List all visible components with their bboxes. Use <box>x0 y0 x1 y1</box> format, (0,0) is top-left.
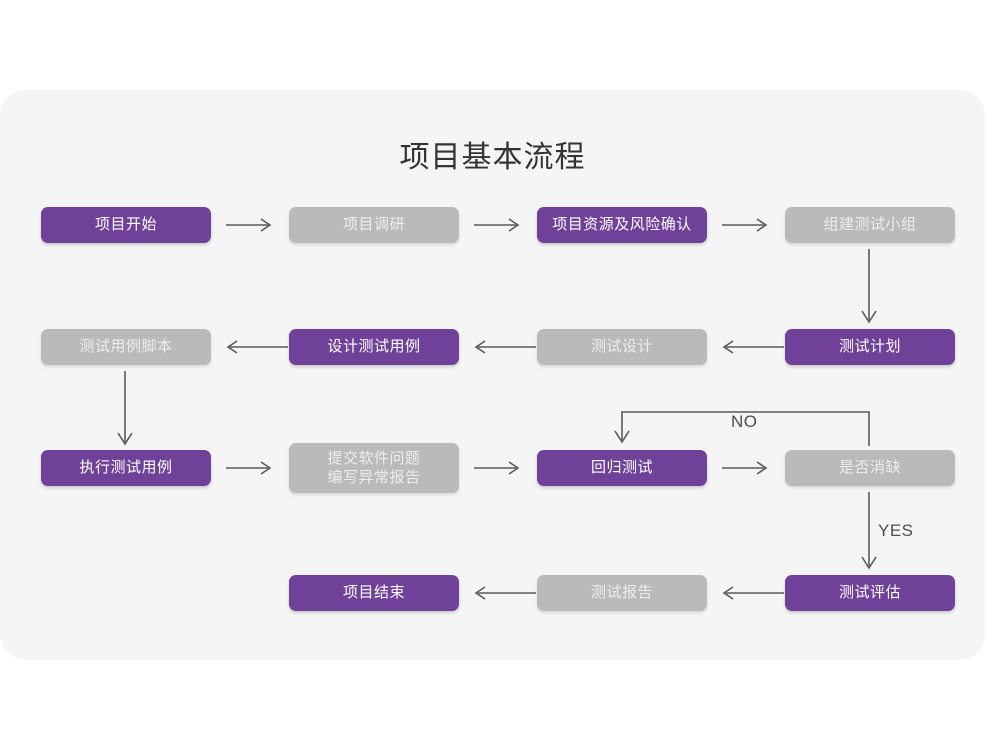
edge-label-yes: YES <box>878 521 914 540</box>
node-project-research[interactable]: 项目调研 <box>289 207 459 243</box>
node-regression-test[interactable]: 回归测试 <box>537 450 707 486</box>
node-defect-cleared[interactable]: 是否消缺 <box>785 450 955 486</box>
node-execute-test-cases[interactable]: 执行测试用例 <box>41 450 211 486</box>
page-title: 项目基本流程 <box>399 141 586 174</box>
node-test-case-script[interactable]: 测试用例脚本 <box>41 329 211 365</box>
node-project-end[interactable]: 项目结束 <box>289 575 459 611</box>
node-test-evaluation[interactable]: 测试评估 <box>785 575 955 611</box>
node-build-test-team[interactable]: 组建测试小组 <box>785 207 955 243</box>
node-test-design[interactable]: 测试设计 <box>537 329 707 365</box>
node-project-start[interactable]: 项目开始 <box>41 207 211 243</box>
node-design-test-cases[interactable]: 设计测试用例 <box>289 329 459 365</box>
node-test-plan[interactable]: 测试计划 <box>785 329 955 365</box>
node-test-report[interactable]: 测试报告 <box>537 575 707 611</box>
node-resource-risk-confirm[interactable]: 项目资源及风险确认 <box>537 207 707 243</box>
diagram-card <box>0 90 985 660</box>
node-submit-issue-report[interactable]: 提交软件问题 编写异常报告 <box>289 443 459 493</box>
edge-label-no: NO <box>731 412 758 431</box>
